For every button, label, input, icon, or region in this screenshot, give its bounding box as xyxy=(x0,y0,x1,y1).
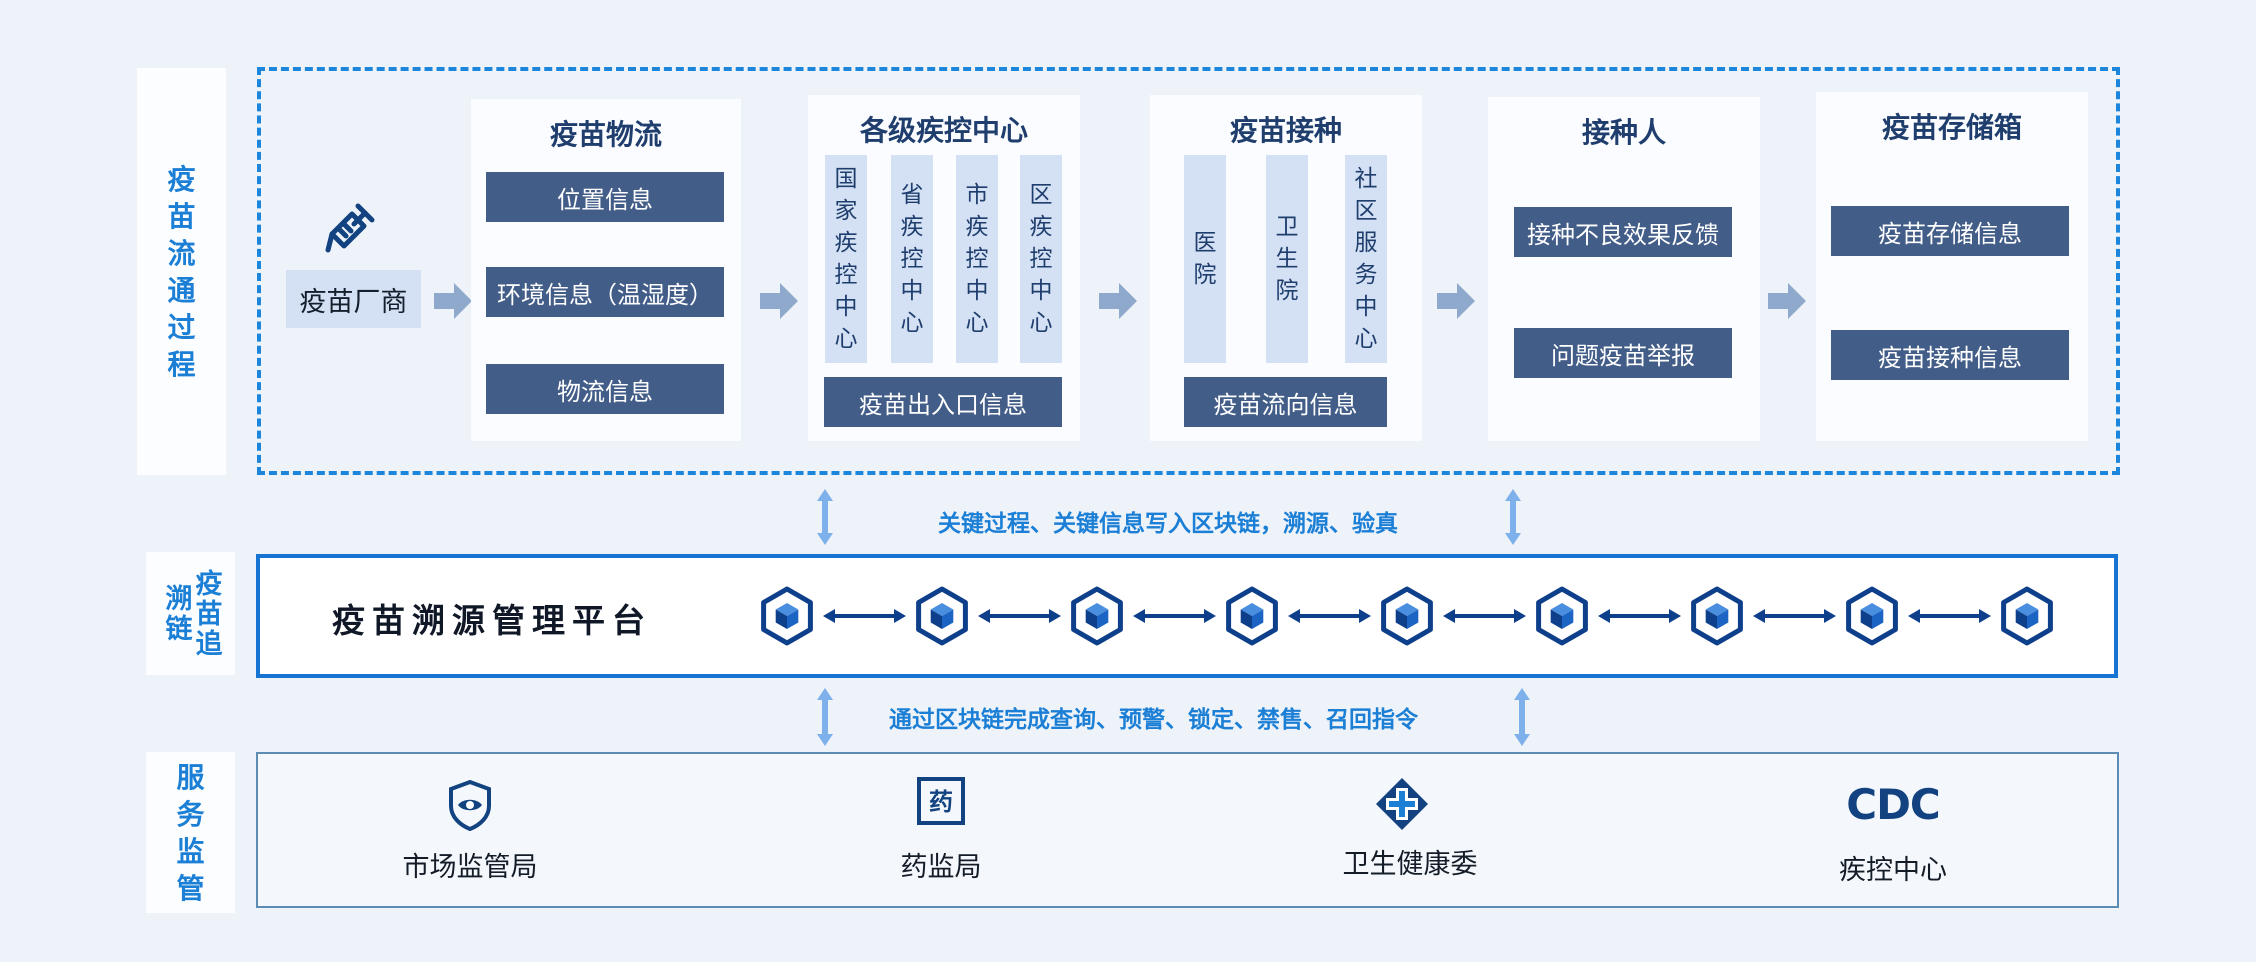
vaccination-site-column: 卫生院 xyxy=(1266,155,1308,363)
block-cube-icon xyxy=(1071,586,1123,646)
logistics-item: 环境信息（温湿度） xyxy=(486,267,724,317)
cdc-level-column: 国家疾控中心 xyxy=(825,155,867,363)
recipient-card: 接种人 接种不良效果反馈 问题疫苗举报 xyxy=(1488,97,1760,441)
cdc-levels-card: 各级疾控中心 国家疾控中心 省疾控中心 市疾控中心 区疾控中心 疫苗出入口信息 xyxy=(808,95,1080,441)
vaccination-footer: 疫苗流向信息 xyxy=(1184,377,1387,427)
storage-item: 疫苗接种信息 xyxy=(1831,330,2069,380)
vaccination-title: 疫苗接种 xyxy=(1229,114,1342,147)
double-arrow-vertical xyxy=(817,688,833,746)
logistics-item: 物流信息 xyxy=(486,364,724,414)
logistics-item: 位置信息 xyxy=(486,172,724,222)
flow-arrow-1 xyxy=(434,283,472,319)
query-chain-note: 通过区块链完成查询、预警、锁定、禁售、召回指令 xyxy=(889,707,1418,733)
process-flow-box xyxy=(257,67,2120,475)
medicine-stamp-icon: 药 xyxy=(917,777,965,825)
cdc-logo-icon: CDC xyxy=(1846,780,1941,829)
recipient-item: 问题疫苗举报 xyxy=(1514,328,1732,378)
process-side-label: 疫苗流通过程 xyxy=(137,68,226,475)
block-cube-icon xyxy=(2001,586,2053,646)
service-label: 市场监管局 xyxy=(402,852,538,883)
platform-title: 疫苗溯源管理平台 xyxy=(332,601,652,640)
cdc-level-column: 市疾控中心 xyxy=(956,155,998,363)
block-cube-icon xyxy=(1691,586,1743,646)
write-to-chain-note: 关键过程、关键信息写入区块链，溯源、验真 xyxy=(938,511,1398,537)
block-link-arrow xyxy=(1598,609,1681,623)
cdc-levels-footer: 疫苗出入口信息 xyxy=(824,377,1062,427)
vaccination-site-column: 社区服务中心 xyxy=(1345,155,1387,363)
block-link-arrow xyxy=(1133,609,1216,623)
block-link-arrow xyxy=(978,609,1061,623)
double-arrow-vertical xyxy=(1505,489,1521,545)
flow-arrow-3 xyxy=(1099,283,1137,319)
logistics-card: 疫苗物流 位置信息 环境信息（温湿度） 物流信息 xyxy=(471,99,741,441)
chain-side-label-text: 疫苗追溯链 xyxy=(160,568,222,659)
block-cube-icon xyxy=(1536,586,1588,646)
storage-card: 疫苗存储箱 疫苗存储信息 疫苗接种信息 xyxy=(1816,92,2088,441)
services-box xyxy=(256,752,2119,908)
services-side-label: 服务监管 xyxy=(146,752,235,913)
blockchain-blocks xyxy=(757,583,2057,649)
service-label: 药监局 xyxy=(900,852,982,883)
vaccination-site-column: 医院 xyxy=(1184,155,1226,363)
vendor-label: 疫苗厂商 xyxy=(299,286,408,318)
block-cube-icon xyxy=(1226,586,1278,646)
recipient-item: 接种不良效果反馈 xyxy=(1514,207,1732,257)
block-cube-icon xyxy=(1846,586,1898,646)
block-link-arrow xyxy=(1753,609,1836,623)
blockchain-chain-svg xyxy=(761,586,2053,646)
block-link-arrow xyxy=(1908,609,1991,623)
double-arrow-vertical xyxy=(817,489,833,545)
svg-text:药: 药 xyxy=(929,788,953,816)
storage-item: 疫苗存储信息 xyxy=(1831,206,2069,256)
block-cube-icon xyxy=(761,586,813,646)
syringe-icon xyxy=(325,203,375,253)
vaccination-card: 疫苗接种 医院 卫生院 社区服务中心 疫苗流向信息 xyxy=(1150,95,1422,441)
cdc-levels-title: 各级疾控中心 xyxy=(859,114,1028,147)
service-label: 疾控中心 xyxy=(1839,855,1947,886)
cdc-level-column: 省疾控中心 xyxy=(891,155,933,363)
recipient-title: 接种人 xyxy=(1581,116,1666,149)
chain-side-label: 疫苗追溯链 xyxy=(146,552,235,675)
block-link-arrow xyxy=(823,609,906,623)
logistics-title: 疫苗物流 xyxy=(549,118,662,151)
block-cube-icon xyxy=(916,586,968,646)
cdc-level-column: 区疾控中心 xyxy=(1020,155,1062,363)
shield-eye-icon xyxy=(449,779,491,831)
flow-arrow-5 xyxy=(1768,283,1806,319)
flow-arrow-4 xyxy=(1437,283,1475,319)
block-cube-icon xyxy=(1381,586,1433,646)
health-cross-icon xyxy=(1376,778,1428,830)
vendor-box: 疫苗厂商 xyxy=(286,270,421,328)
block-link-arrow xyxy=(1288,609,1371,623)
service-label: 卫生健康委 xyxy=(1342,849,1478,880)
flow-arrow-2 xyxy=(760,283,798,319)
block-link-arrow xyxy=(1443,609,1526,623)
storage-title: 疫苗存储箱 xyxy=(1881,111,2022,144)
double-arrow-vertical xyxy=(1514,688,1530,746)
